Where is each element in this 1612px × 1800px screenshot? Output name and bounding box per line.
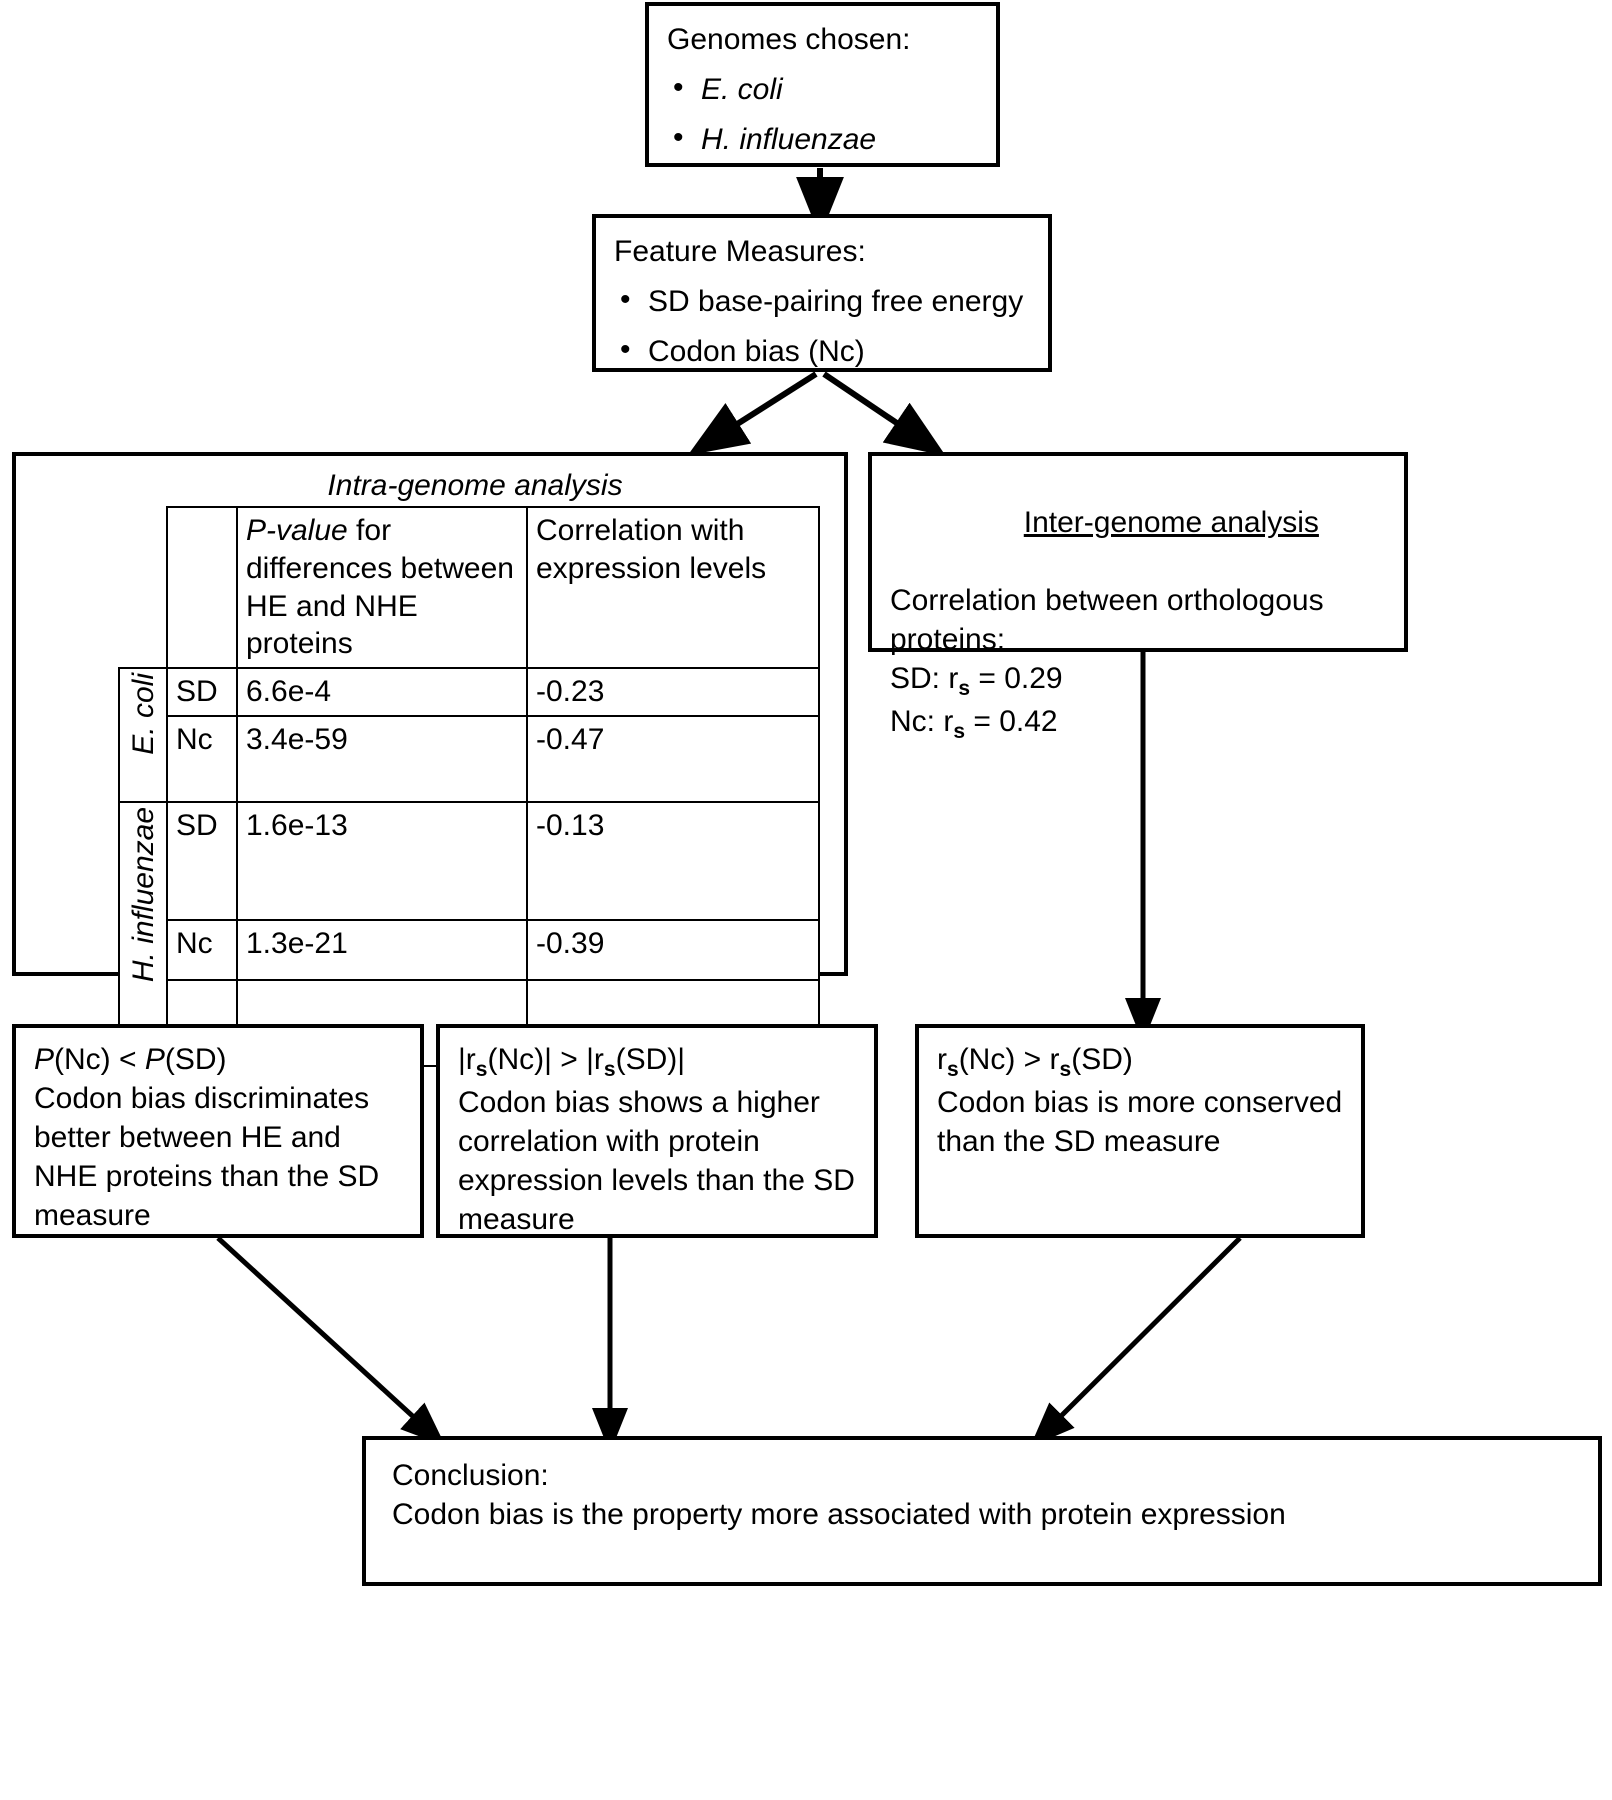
genome-name-0: E. coli [701,73,783,106]
table-row: H. influenzae SD 1.6e-13 -0.13 [118,800,820,1067]
intra-genome-title: Intra-genome analysis [327,469,623,502]
node-final-conclusion: Conclusion: Codon bias is the property m… [362,1436,1602,1586]
correlation-cell: -0.23 [526,667,820,717]
genomes-heading: Genomes chosen: [667,23,911,56]
inter-genome-title: Inter-genome analysis [1023,506,1319,539]
conclusion-body: Codon bias is the property more associat… [392,1498,1286,1531]
node-feature-measures: Feature Measures: SD base-pairing free e… [592,214,1052,372]
arrow-concl-left-to-conclusion [216,1236,446,1447]
table-corner-blank-2 [166,505,238,670]
measure-cell: SD [166,800,238,921]
pvalue-cell: 3.4e-59 [236,714,528,803]
table-header-correlation: Correlation with expression levels [526,505,820,670]
genome-name-1: H. influenzae [701,122,877,156]
inter-genome-title-wrap: Inter-genome analysis [890,464,1386,581]
concl-left-formula: P(Nc) < P(SD) [34,1043,227,1076]
concl-right-body: Codon bias is more conserved than the SD… [937,1086,1351,1159]
list-item: Codon bias (Nc) [614,331,1030,371]
measure-cell: Nc [166,714,238,803]
pvalue-cell: 1.6e-13 [236,800,528,921]
node-conclusion-right: rs(Nc) > rs(SD) Codon bias is more conse… [915,1024,1365,1238]
table-row: Nc 1.3e-21 -0.39 [119,918,820,981]
intra-genome-table: P-value for differences between HE and N… [118,505,820,1067]
concl-mid-body: Codon bias shows a higher correlation wi… [458,1086,864,1237]
feature-name-1: Codon bias (Nc) [648,334,865,368]
species-label-ecoli: E. coli [118,667,168,803]
arrow-concl-right-to-conclusion [1030,1236,1242,1447]
pvalue-cell: 1.3e-21 [236,918,528,981]
concl-right-formula: rs(Nc) > rs(SD) [937,1043,1133,1081]
pvalue-cell: 6.6e-4 [236,667,528,717]
correlation-cell: -0.47 [526,714,820,803]
table-corner-blank [119,507,168,670]
correlation-cell: -0.13 [526,800,820,921]
table-row: Nc 3.4e-59 -0.47 [119,714,820,803]
table-header-row: P-value for differences between HE and N… [119,505,820,670]
measure-cell: SD [166,667,238,717]
table-header-pvalue: P-value for differences between HE and N… [236,505,528,670]
node-conclusion-left: P(Nc) < P(SD) Codon bias discriminates b… [12,1024,424,1238]
table-row: E. coli SD 6.6e-4 -0.23 [118,667,820,803]
concl-left-body: Codon bias discriminates better between … [34,1082,388,1232]
genomes-list: E. coli H. influenzae [667,69,978,159]
measure-cell: Nc [166,918,238,981]
features-list: SD base-pairing free energy Codon bias (… [614,281,1030,371]
correlation-cell: -0.39 [526,918,820,981]
list-item: E. coli [667,69,978,109]
inter-genome-sd: SD: rs = 0.29 [890,662,1063,700]
list-item: H. influenzae [667,119,978,159]
inter-genome-nc: Nc: rs = 0.42 [890,705,1058,744]
concl-mid-formula: |rs(Nc)| > |rs(SD)| [458,1043,686,1081]
feature-name-0: SD base-pairing free energy [648,285,1024,318]
features-heading: Feature Measures: [614,235,866,268]
conclusion-heading: Conclusion: [392,1459,549,1492]
node-inter-genome-analysis: Inter-genome analysis Correlation betwee… [868,452,1408,743]
node-conclusion-middle: |rs(Nc)| > |rs(SD)| Codon bias shows a h… [436,1024,878,1238]
node-genomes-chosen: Genomes chosen: E. coli H. influenzae [645,2,1000,167]
inter-genome-line1: Correlation between orthologous [890,584,1324,617]
list-item: SD base-pairing free energy [614,281,1030,321]
inter-genome-line2: proteins: [890,623,1006,656]
